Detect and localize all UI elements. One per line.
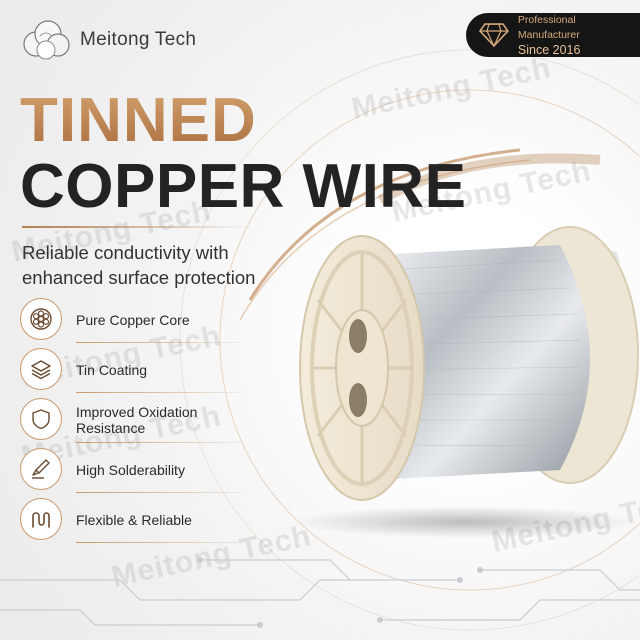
title-line-2: COPPER WIRE (20, 152, 467, 221)
subtitle-line-1: Reliable conductivity with (22, 242, 229, 263)
feature-pure-copper-core: Pure Copper Core (20, 298, 280, 346)
feature-label-line-2: Resistance (76, 420, 146, 436)
circuit-decoration (0, 557, 640, 628)
feature-flexible-reliable: Flexible & Reliable (20, 498, 280, 546)
feature-divider (76, 542, 244, 543)
flexible-wire-icon (20, 498, 62, 540)
manufacturer-badge: Professional Manufacturer Since 2016 (466, 13, 640, 57)
feature-high-solderability: High Solderability (20, 448, 280, 496)
feature-divider (76, 492, 244, 493)
title-divider (22, 226, 252, 228)
badge-line-2: Since 2016 (517, 42, 581, 57)
feature-tin-coating: Tin Coating (20, 348, 280, 396)
badge-line-1: Professional Manufacturer (517, 13, 580, 41)
feature-label: Tin Coating (76, 362, 148, 378)
feature-label: High Solderability (76, 462, 185, 478)
brand-logo: Meitong Tech (20, 18, 196, 62)
shield-icon (20, 398, 62, 440)
brand-name: Meitong Tech (80, 29, 197, 50)
soldering-iron-icon (20, 448, 62, 490)
layers-icon (20, 348, 62, 390)
subtitle: Reliable conductivity with enhanced surf… (22, 240, 255, 290)
subtitle-line-2: enhanced surface protection (22, 267, 256, 288)
feature-divider (76, 442, 244, 443)
feature-oxidation-resistance: Improved Oxidation Resistance (20, 398, 280, 446)
feature-label: Flexible & Reliable (76, 512, 192, 528)
copper-core-icon (20, 298, 62, 340)
feature-label: Pure Copper Core (76, 312, 190, 328)
diamond-icon (479, 23, 509, 48)
title-line-1: TINNED (20, 86, 257, 155)
wire-spool-image (295, 226, 639, 538)
cloud-logo-icon (23, 20, 70, 60)
feature-divider (76, 342, 244, 343)
feature-label-line-1: Improved Oxidation (76, 404, 198, 420)
feature-divider (76, 392, 244, 393)
